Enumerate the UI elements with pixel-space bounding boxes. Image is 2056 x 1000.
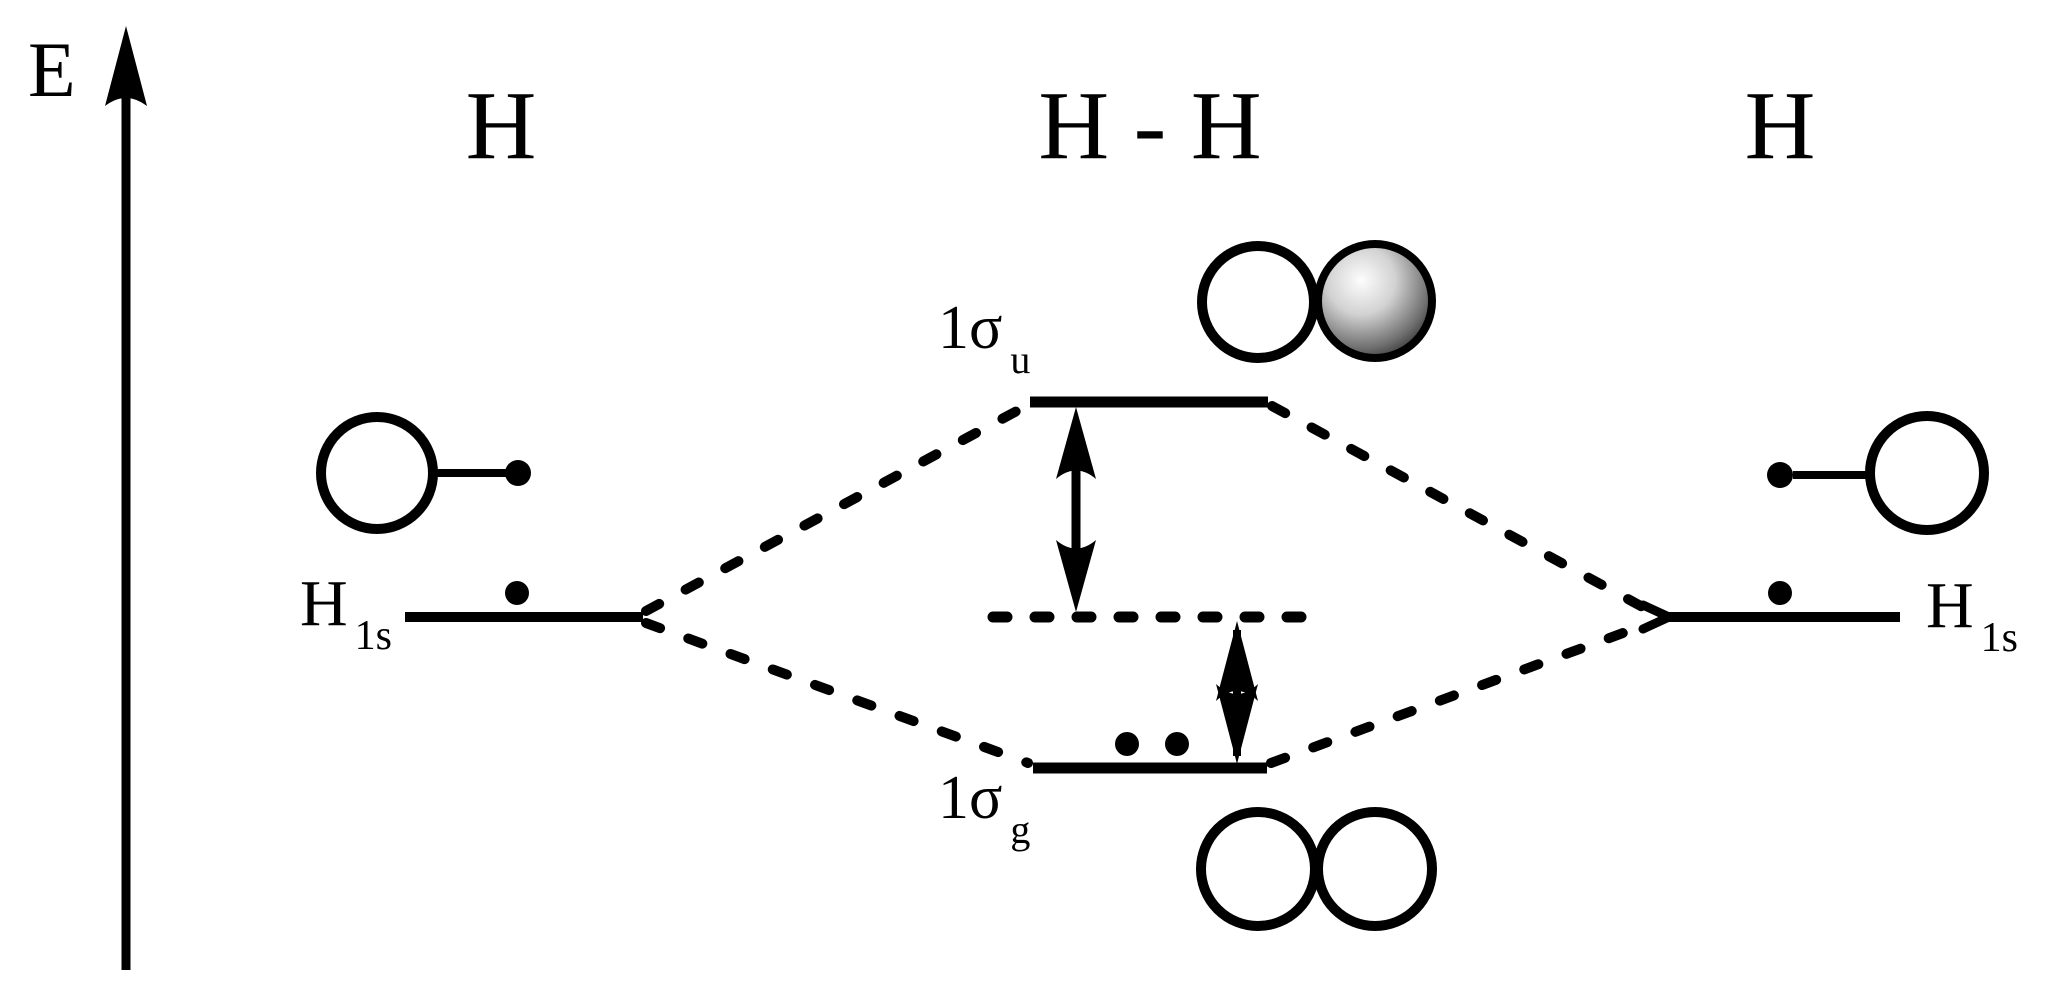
correlation-lines bbox=[641, 401, 1655, 768]
stabilization-arrow-icon bbox=[1216, 621, 1258, 764]
correlation-line-upper-right bbox=[1267, 401, 1655, 616]
left-orbital-lobe-icon bbox=[316, 412, 438, 534]
correlation-line-upper-left bbox=[641, 401, 1031, 616]
destabilization-arrow-icon bbox=[1056, 407, 1096, 612]
sigma-u-label-main: 1σ bbox=[938, 294, 1002, 362]
bonding-orbital-icon bbox=[1196, 807, 1437, 931]
energy-axis-arrowhead-icon bbox=[105, 26, 147, 106]
bonding-electron-dot-1 bbox=[1115, 732, 1139, 756]
left-orbital-electron-dot bbox=[505, 460, 531, 486]
energy-axis-label: E bbox=[28, 26, 76, 113]
antibonding-shaded-lobe-icon bbox=[1314, 240, 1436, 362]
right-1s-label-main: H bbox=[1926, 569, 1974, 642]
antibonding-white-lobe-icon bbox=[1197, 241, 1319, 363]
destabilization-arrowhead-up-icon bbox=[1056, 407, 1096, 479]
left-1s-label-sub: 1s bbox=[355, 613, 392, 659]
right-1s-electron-dot bbox=[1768, 581, 1792, 605]
column-label-right-atom: H bbox=[1745, 72, 1816, 180]
left-1s-label-main: H bbox=[300, 567, 348, 640]
bonding-level: 1σ g bbox=[938, 732, 1267, 852]
bonding-white-lobe-right-icon bbox=[1313, 807, 1437, 931]
column-label-left-atom: H bbox=[466, 72, 537, 180]
left-1s-electron-dot bbox=[505, 581, 529, 605]
column-label-molecule: H - H bbox=[1038, 72, 1261, 180]
sigma-g-label-main: 1σ bbox=[938, 764, 1002, 832]
sigma-u-label-sub: u bbox=[1010, 337, 1030, 382]
destabilization-arrowhead-down-icon bbox=[1056, 540, 1096, 612]
right-vertex-chevron-icon bbox=[1638, 600, 1674, 634]
sigma-g-label: 1σ g bbox=[938, 764, 1030, 852]
left-1s-orbital-icon bbox=[316, 412, 531, 534]
right-orbital-lobe-icon bbox=[1865, 411, 1989, 535]
right-1s-label-sub: 1s bbox=[1981, 615, 2018, 661]
antibonding-level: 1σ u bbox=[938, 294, 1268, 408]
correlation-line-lower-right bbox=[1266, 618, 1655, 768]
bonding-white-lobe-left-icon bbox=[1196, 807, 1320, 931]
right-1s-level: H 1s bbox=[1638, 569, 2018, 661]
right-orbital-electron-dot bbox=[1767, 462, 1793, 488]
right-1s-label: H 1s bbox=[1926, 569, 2018, 661]
sigma-g-label-sub: g bbox=[1010, 807, 1030, 852]
left-1s-level: H 1s bbox=[300, 567, 643, 659]
antibonding-orbital-icon bbox=[1197, 240, 1436, 363]
energy-axis: E bbox=[28, 26, 147, 970]
correlation-line-lower-left bbox=[641, 618, 1033, 768]
sigma-u-label: 1σ u bbox=[938, 294, 1030, 382]
left-1s-label: H 1s bbox=[300, 567, 392, 659]
right-1s-orbital-icon bbox=[1767, 411, 1989, 535]
bonding-electron-dot-2 bbox=[1165, 732, 1189, 756]
